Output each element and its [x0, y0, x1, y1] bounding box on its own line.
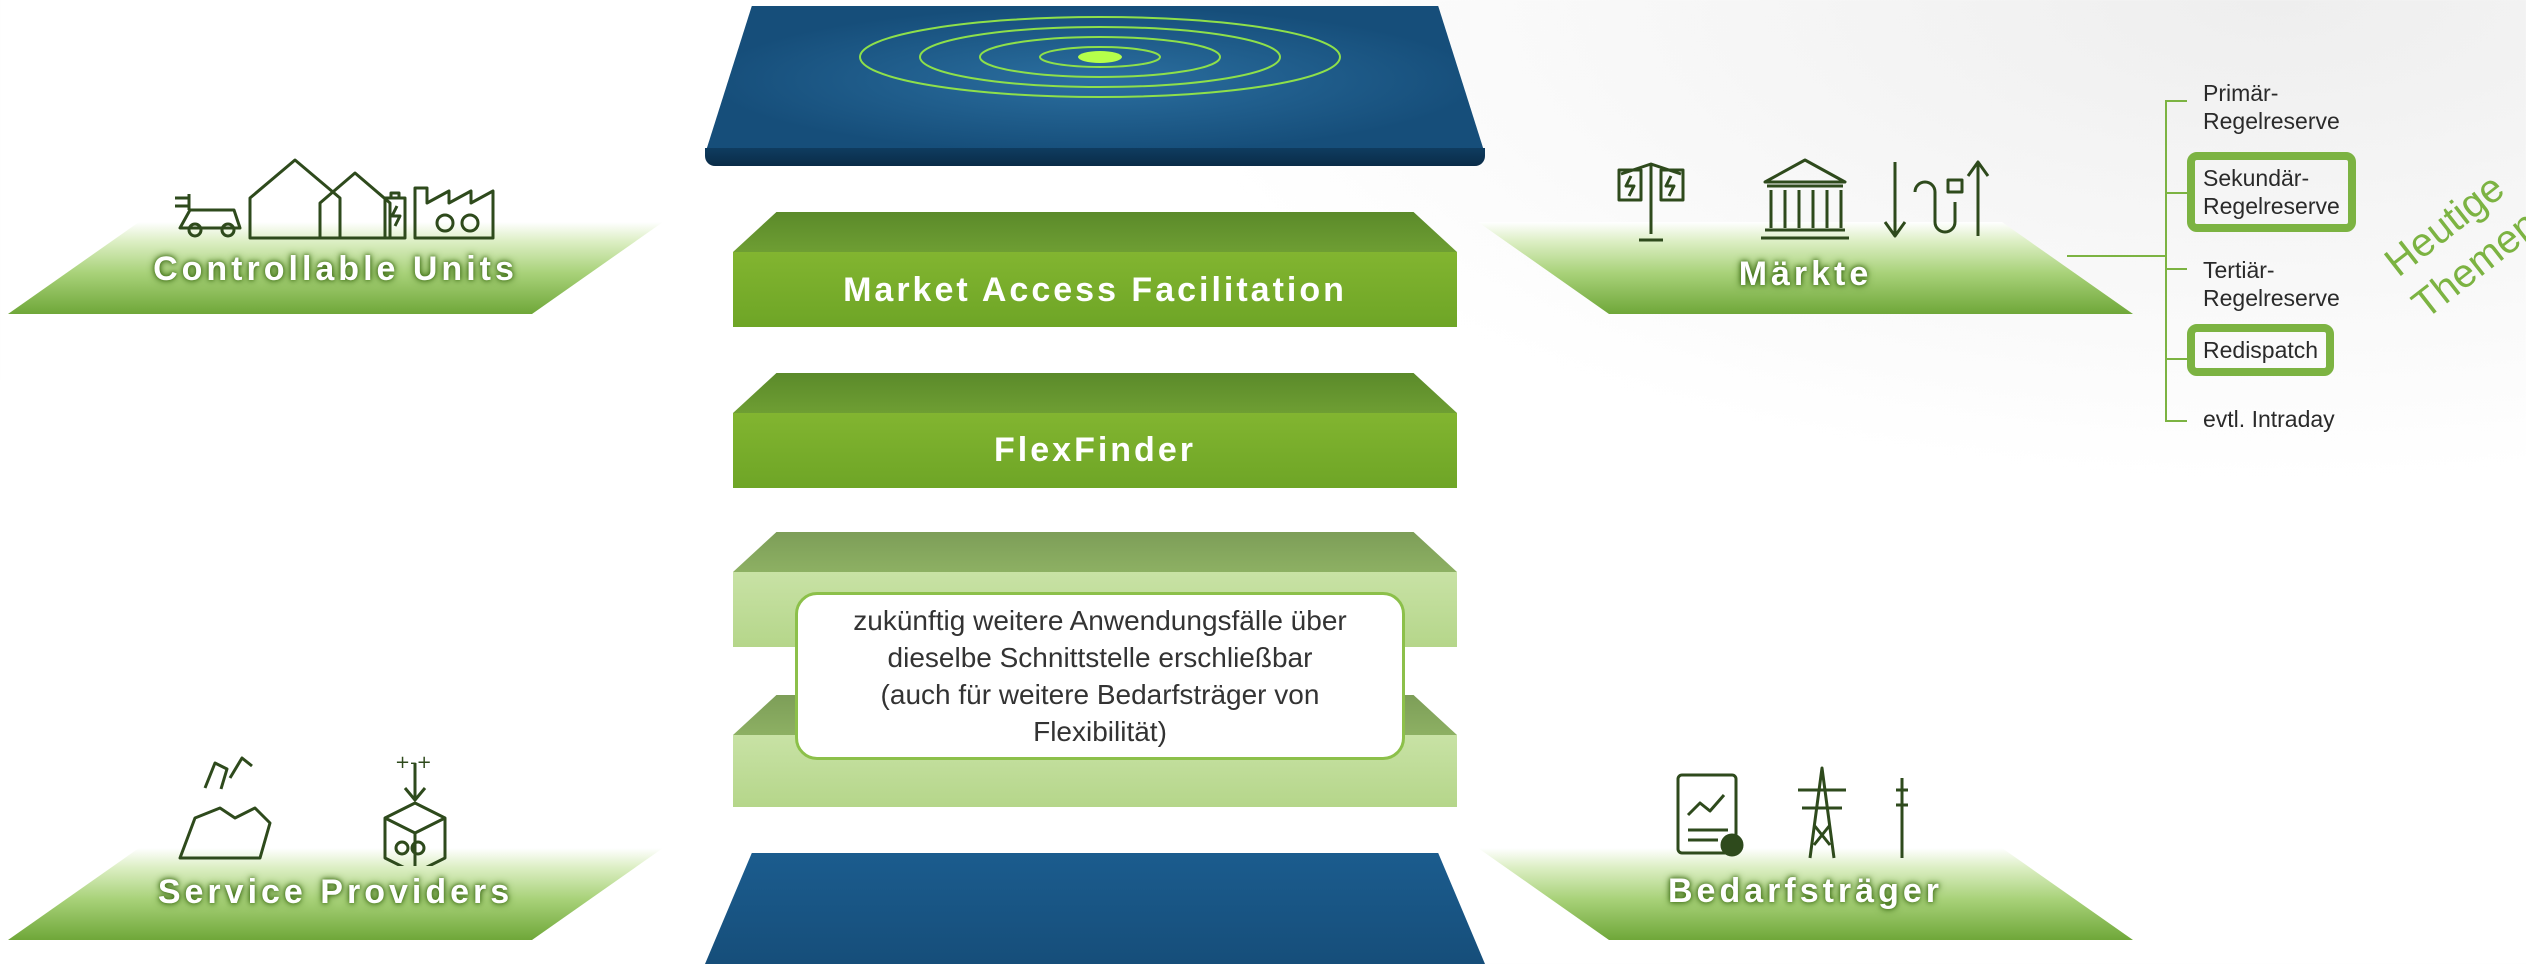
tick-intraday — [2165, 420, 2187, 422]
platform-top-edge — [705, 148, 1485, 166]
market-primaer-line2: Regelreserve — [2203, 108, 2340, 134]
scale-lightning-icon — [1617, 162, 1685, 242]
flexfinder-label: FlexFinder — [994, 431, 1196, 469]
handshake-icon — [178, 756, 272, 860]
controllable-units-label: Controllable Units — [153, 250, 518, 288]
market-access-layer-top — [733, 212, 1457, 252]
flexfinder-layer-top — [733, 373, 1457, 413]
market-sekundaer: Sekundär- Regelreserve — [2187, 152, 2356, 232]
maerkte-connector — [2067, 255, 2167, 257]
market-sekundaer-line1: Sekundär- — [2203, 165, 2310, 191]
note-line-1: zukünftig weitere Anwendungsfälle über — [853, 605, 1347, 636]
maerkte-label: Märkte — [1738, 255, 1873, 293]
flexfinder-layer — [733, 413, 1457, 488]
tick-primaer — [2165, 100, 2187, 102]
power-flow-icon — [1883, 160, 1990, 238]
market-tertiaer: Tertiär- Regelreserve — [2203, 256, 2340, 312]
power-pylon-icon — [1798, 766, 1846, 859]
market-tertiaer-line1: Tertiär- — [2203, 257, 2275, 283]
future-use-cases-note: zukünftig weitere Anwendungsfälle über d… — [795, 592, 1405, 760]
note-line-3: (auch für weitere Bedarfsträger von — [880, 679, 1320, 710]
flex-box-icon: +-+ — [383, 752, 447, 866]
market-primaer: Primär- Regelreserve — [2203, 79, 2340, 135]
factory-icon — [413, 186, 495, 240]
market-access-layer — [733, 252, 1457, 327]
svg-text:+-+: +-+ — [395, 752, 432, 773]
note-line-4: Flexibilität) — [1033, 716, 1167, 747]
market-sekundaer-line2: Regelreserve — [2203, 193, 2340, 219]
bedarfstraeger-label: Bedarfsträger — [1668, 872, 1943, 910]
flex-units-pattern-icon — [859, 16, 1341, 98]
market-redispatch: Redispatch — [2187, 324, 2335, 376]
note-line-2: dieselbe Schnittstelle erschließbar — [887, 642, 1313, 673]
exchange-building-icon — [1761, 158, 1849, 240]
tick-tertiaer — [2165, 268, 2187, 270]
market-intraday: evtl. Intraday — [2203, 406, 2335, 432]
platform-bottom — [705, 853, 1485, 964]
battery-icon — [383, 191, 407, 240]
market-tertiaer-line2: Regelreserve — [2203, 285, 2340, 311]
bedarfstraeger-icons — [1676, 766, 1908, 859]
service-providers-icons: +-+ — [178, 752, 447, 866]
platform-top — [705, 6, 1485, 154]
future-layer-1-top — [733, 532, 1457, 572]
chart-report-icon — [1676, 773, 1744, 857]
pole-icon — [1896, 778, 1908, 858]
maerkte-icons — [1617, 158, 1990, 242]
ev-car-icon — [175, 194, 242, 238]
tick-redispatch — [2165, 358, 2187, 360]
tick-sekundaer — [2165, 192, 2187, 194]
house-icon — [318, 171, 392, 240]
controllable-units-icons — [175, 158, 495, 240]
market-primaer-line1: Primär- — [2203, 80, 2279, 106]
service-providers-label: Service Providers — [157, 873, 514, 911]
market-list-bracket — [2165, 100, 2167, 422]
heutige-themen-label: Heutige Themen — [2335, 132, 2526, 359]
market-access-label: Market Access Facilitation — [843, 271, 1347, 309]
